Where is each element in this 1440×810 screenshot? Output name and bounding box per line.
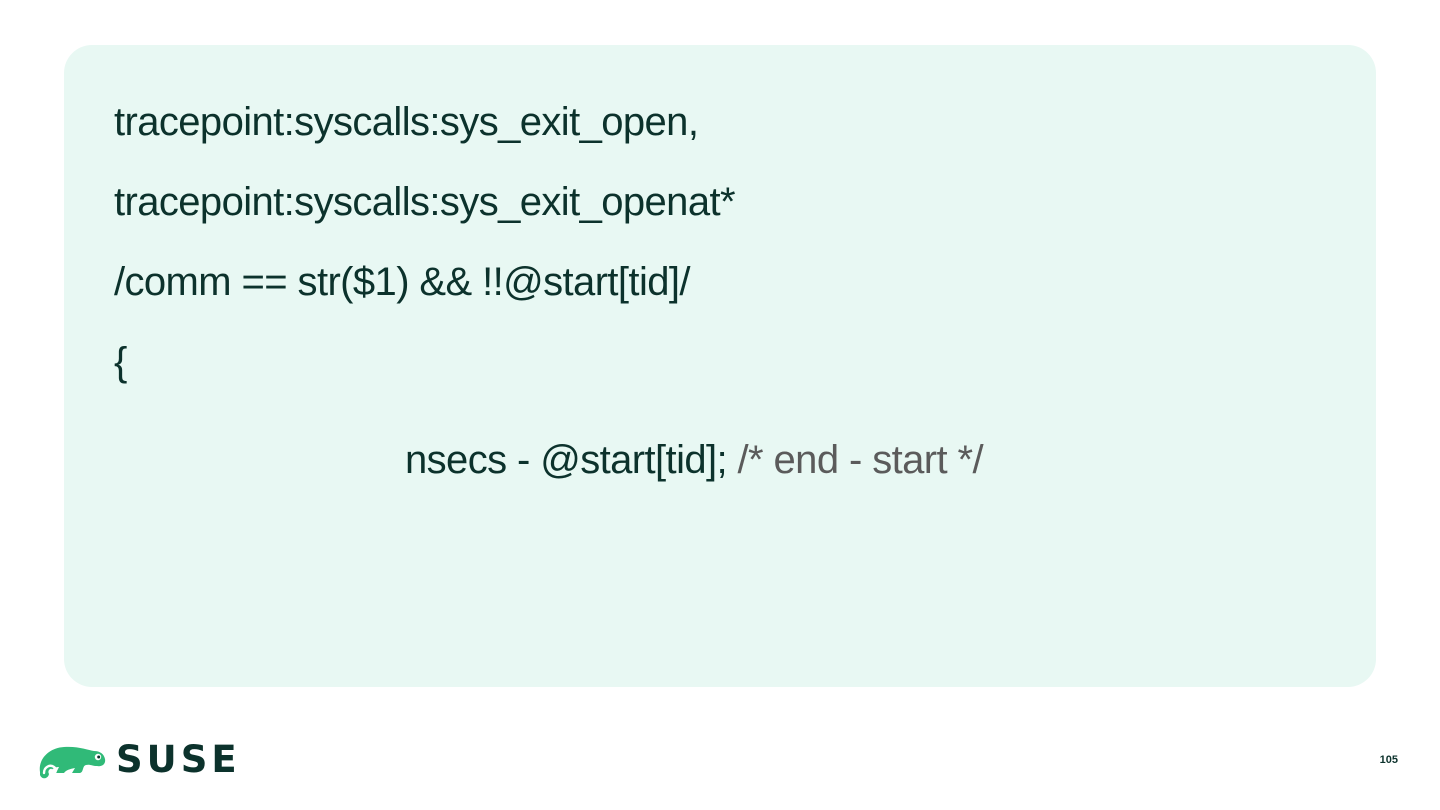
suse-logo: SUSE (34, 738, 244, 784)
code-line-4: { (114, 340, 127, 384)
code-panel (64, 45, 1376, 687)
code-line-3: /comm == str($1) && !!@start[tid]/ (114, 260, 691, 304)
page-number: 105 (1379, 754, 1398, 766)
code-line-2: tracepoint:syscalls:sys_exit_openat* (114, 180, 736, 224)
brand-wordmark: SUSE (116, 738, 241, 781)
chameleon-icon (39, 746, 106, 779)
code-comment: /* end - start */ (737, 438, 984, 482)
code-line-1: tracepoint:syscalls:sys_exit_open, (114, 100, 699, 144)
code-line-5: nsecs - @start[tid]; /* end - start */ (405, 436, 984, 484)
code-expression: nsecs - @start[tid]; (405, 438, 738, 482)
